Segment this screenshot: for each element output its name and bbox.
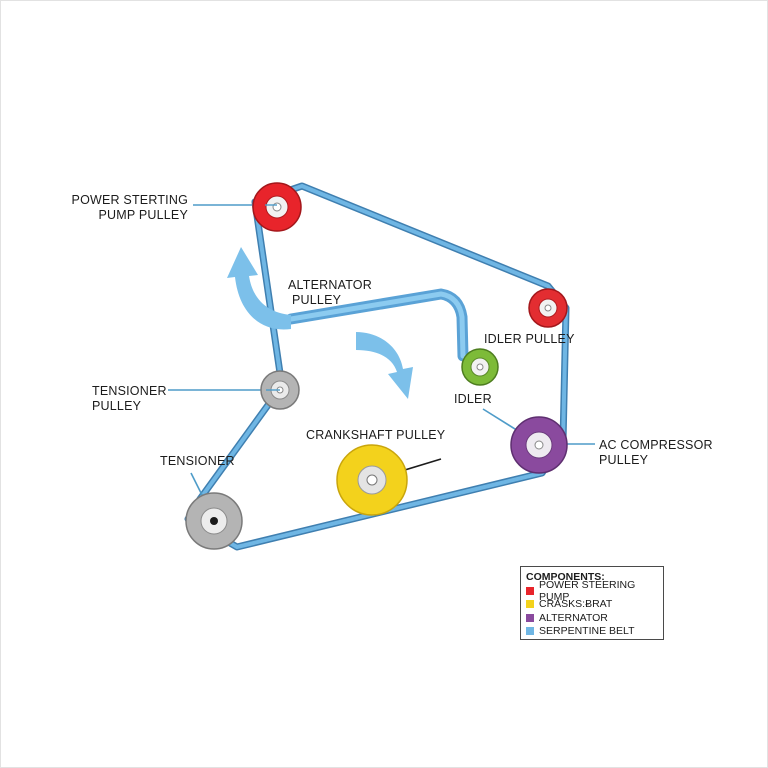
components-legend: COMPONENTS: POWER STEERING PUMP CRASKS:Ƀ…	[520, 566, 664, 640]
label-ac-compressor-pulley: AC COMPRESSOR PULLEY	[599, 438, 713, 468]
label-line: PULLEY	[292, 293, 342, 307]
label-crankshaft-pulley: CRANKSHAFT PULLEY	[306, 428, 445, 443]
legend-item: ALTERNATOR	[526, 611, 663, 625]
legend-item-label: ALTERNATOR	[539, 611, 608, 624]
legend-item-label: CRASKS:ɃRAT	[539, 598, 613, 611]
label-line: PULLEY	[92, 399, 142, 413]
label-alternator-pulley: ALTERNATOR PULLEY	[288, 278, 372, 308]
legend-item: CRASKS:ɃRAT	[526, 598, 663, 612]
label-power-steering-pump-pulley: POWER STERTING PUMP PULLEY	[61, 193, 188, 223]
ac-compressor-pulley	[510, 416, 568, 474]
label-line: POWER STERTING	[71, 193, 188, 207]
legend-title: COMPONENTS:	[526, 571, 605, 583]
legend-item: POWER STEERING PUMP	[526, 579, 663, 603]
belt-strand-idler-highlight	[288, 291, 466, 359]
legend-swatch	[526, 600, 534, 609]
idler-pulley-green	[461, 348, 499, 386]
label-tensioner: TENSIONER	[160, 454, 235, 469]
legend-swatch	[526, 613, 534, 622]
power-steering-pump-pulley	[252, 182, 302, 232]
label-line: PULLEY	[599, 453, 649, 467]
label-line: IDLER PULLEY	[484, 332, 575, 346]
crankshaft-pulley	[336, 444, 408, 516]
idler-pulley-top	[528, 288, 568, 328]
label-line: AC COMPRESSOR	[599, 438, 713, 452]
label-tensioner-pulley: TENSIONER PULLEY	[92, 384, 167, 414]
label-line: TENSIONER	[92, 384, 167, 398]
tensioner	[185, 492, 243, 550]
label-idler: IDLER	[454, 392, 492, 407]
legend-item-label: SERPENTINE BELT	[539, 625, 635, 638]
rotation-arrow-left	[227, 247, 291, 330]
legend-swatch	[526, 586, 534, 595]
label-line: CRANKSHAFT PULLEY	[306, 428, 446, 442]
label-line: PUMP PULLEY	[98, 208, 188, 222]
label-line: ALTERNATOR	[288, 278, 372, 292]
rotation-arrow-right	[356, 332, 413, 399]
legend-item: SERPENTINE BELT	[526, 625, 663, 639]
label-line: TENSIONER	[160, 454, 235, 468]
legend-item-label: POWER STEERING PUMP	[539, 578, 636, 603]
label-idler-pulley: IDLER PULLEY	[484, 332, 575, 347]
label-line: IDLER	[454, 392, 492, 406]
legend-swatch	[526, 627, 534, 636]
